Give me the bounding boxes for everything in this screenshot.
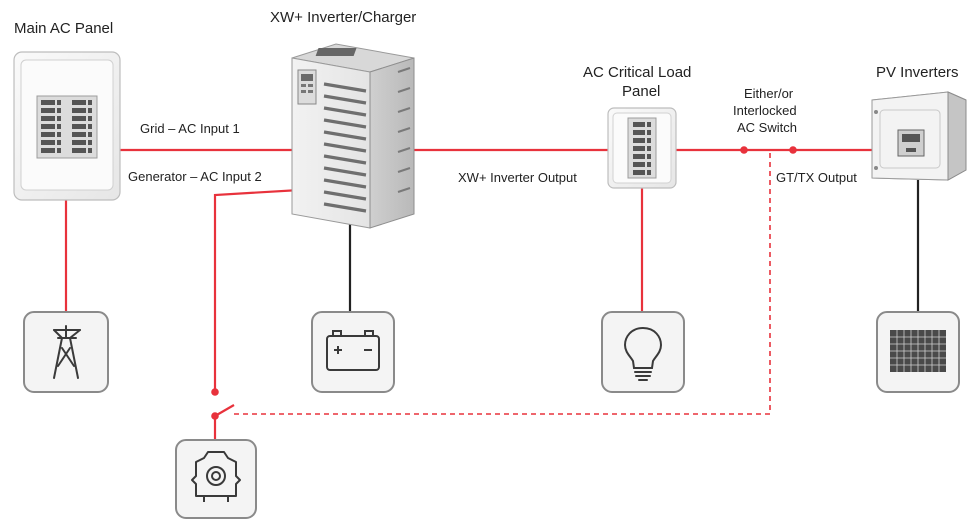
wires: [64, 148, 920, 440]
xw-inverter-charger-device: [291, 43, 415, 229]
power-tower-icon: [23, 311, 109, 393]
switch-node-right: [789, 146, 797, 154]
switch-label-line3: AC Switch: [737, 120, 797, 135]
generator-switch-top-node: [211, 388, 219, 396]
generator-input-label: Generator – AC Input 2: [128, 169, 262, 184]
solar-panel-icon: [876, 311, 960, 393]
battery-icon: [311, 311, 395, 393]
grid-input-label: Grid – AC Input 1: [140, 121, 240, 136]
generator-ac-input-wire: [213, 188, 301, 392]
inverter-charger-title: XW+ Inverter/Charger: [270, 9, 417, 26]
generator-icon: [175, 439, 257, 519]
switch-label-line1: Either/or: [744, 86, 794, 101]
light-bulb-icon: [601, 311, 685, 393]
critical-load-title-line2: Panel: [622, 83, 661, 100]
pv-inverters-title: PV Inverters: [876, 64, 959, 81]
gt-output-label: GT/TX Output: [776, 170, 857, 185]
interlock-dashed-wire: [234, 150, 771, 415]
pv-inverter-device: [871, 91, 967, 181]
main-ac-panel-device: [13, 51, 121, 201]
switch-node-left: [740, 146, 748, 154]
critical-load-panel-device: [607, 107, 677, 189]
switch-label-line2: Interlocked: [733, 103, 797, 118]
generator-switch-bottom-node: [211, 412, 219, 420]
main-ac-panel-title: Main AC Panel: [14, 20, 114, 37]
critical-load-title-line1: AC Critical Load: [583, 64, 692, 81]
inverter-output-label: XW+ Inverter Output: [458, 170, 577, 185]
